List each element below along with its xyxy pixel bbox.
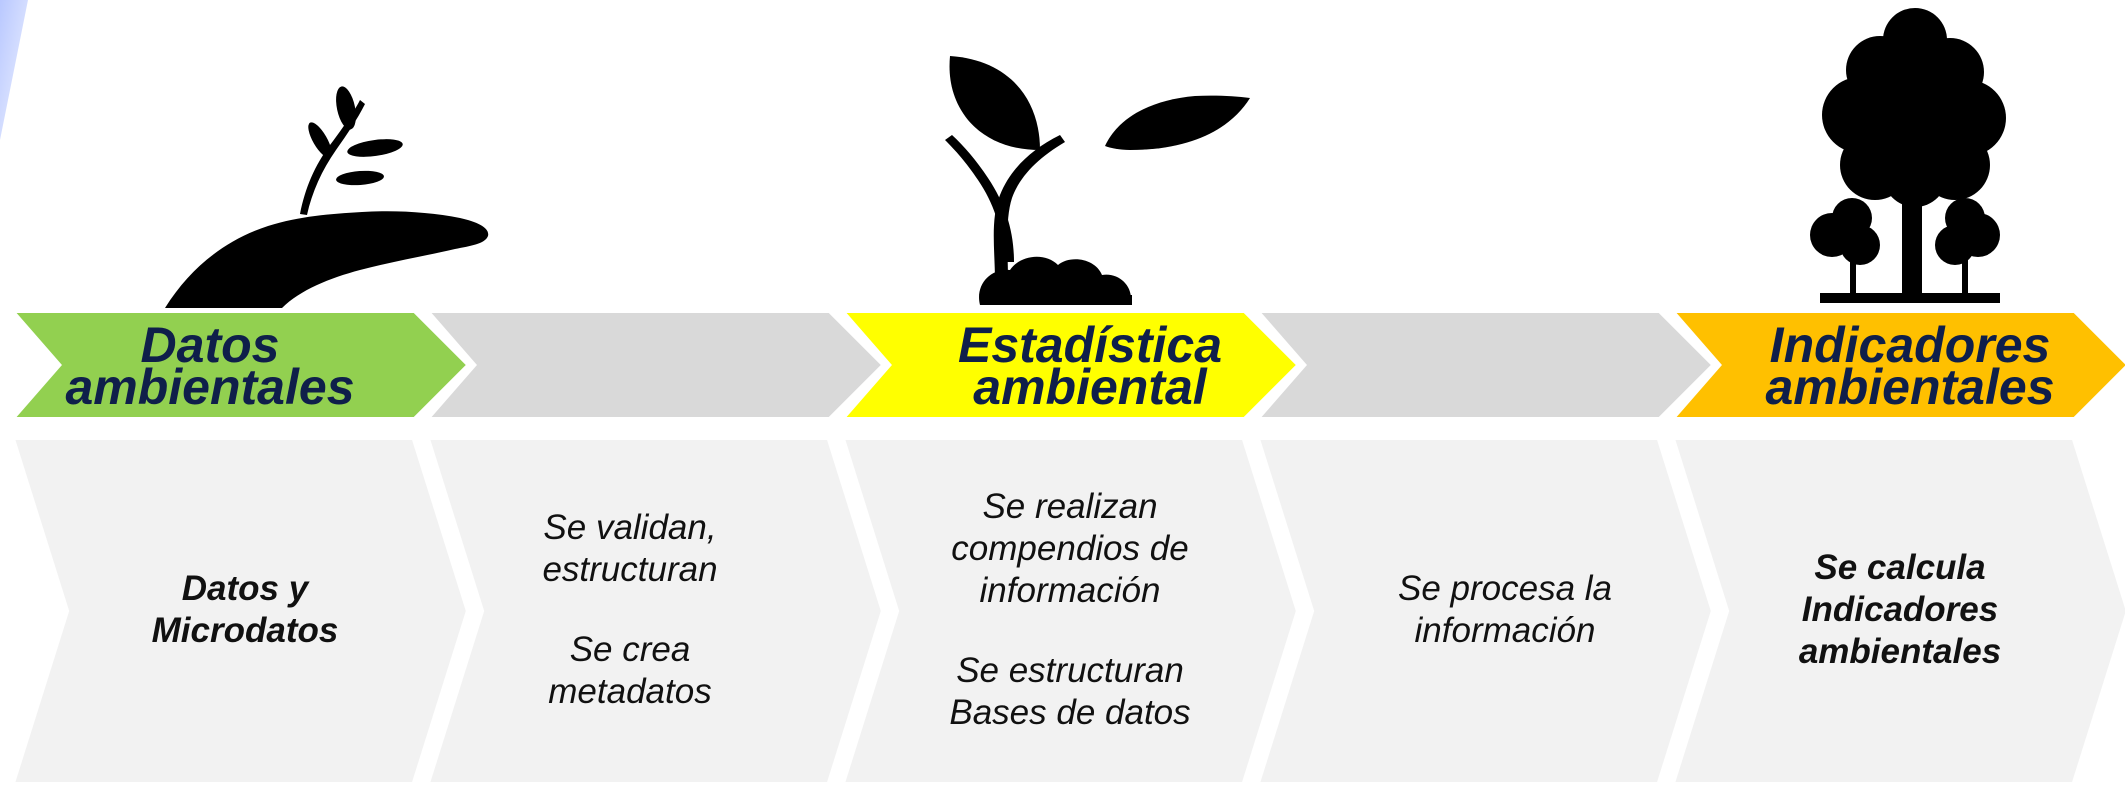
cards-layer — [4, 432, 2125, 786]
card-5-line-1: Se calcula Indicadores ambientales — [1798, 548, 2002, 671]
card-chevron-3 — [834, 432, 1305, 786]
card-4-line-1: Se procesa la información — [1397, 569, 1613, 650]
card-2-line-1: Se validan, estructuran — [542, 508, 718, 589]
card-chevron-4 — [1249, 432, 1720, 786]
corner-accent — [0, 0, 28, 140]
stage-chevron-indicadores — [1663, 307, 2125, 423]
stage-title-indicadores-ambientales: Indicadores ambientales — [1765, 317, 2055, 415]
card-chevron-1 — [4, 432, 475, 786]
stage-title-estadistica-ambiental: Estadística ambiental — [957, 317, 1222, 415]
tree-icon — [1810, 8, 2006, 303]
stages-layer — [3, 307, 2125, 423]
stage-title-datos-ambientales: Datos ambientales — [65, 317, 355, 415]
card-text-validacion: Se validan, estructuran Se crea metadato… — [480, 440, 780, 780]
hand-holding-sprout-icon — [165, 86, 489, 308]
stage-chevron-connector-1 — [418, 307, 890, 423]
card-2-line-2: Se crea metadatos — [548, 630, 712, 711]
card-text-indicadores: Se calcula Indicadores ambientales — [1750, 440, 2050, 780]
card-3-line-1: Se realizan compendios de información — [951, 487, 1189, 610]
card-text-compendios: Se realizan compendios de información Se… — [910, 440, 1230, 780]
stage-chevron-connector-2 — [1248, 307, 1720, 423]
card-chevron-5 — [1664, 432, 2125, 786]
stage-chevron-estadistica — [833, 307, 1305, 423]
seedling-icon — [945, 56, 1250, 305]
card-chevron-2 — [419, 432, 890, 786]
card-3-line-2: Se estructuran Bases de datos — [949, 651, 1191, 732]
card-text-procesamiento: Se procesa la información — [1345, 440, 1665, 780]
stage-chevron-datos — [3, 307, 475, 423]
card-text-datos-microdatos: Datos y Microdatos — [75, 440, 415, 780]
card-1-line-1: Datos y Microdatos — [151, 569, 339, 650]
